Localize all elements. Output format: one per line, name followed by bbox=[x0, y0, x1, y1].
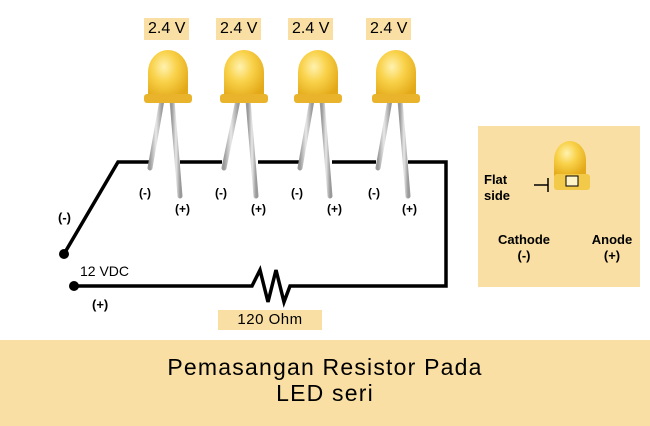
led-2-anode-leg bbox=[245, 97, 259, 199]
anode-label-line-2: (+) bbox=[603, 248, 621, 263]
led-3-cathode-leg bbox=[297, 97, 315, 171]
led-2-rim bbox=[220, 94, 268, 103]
led-2-cathode-leg bbox=[221, 97, 241, 171]
source-positive-label: (+) bbox=[92, 297, 109, 312]
led-3-negative-label: (-) bbox=[291, 186, 303, 200]
inset-led-body bbox=[554, 141, 586, 176]
source-negative-label: (-) bbox=[58, 210, 71, 225]
flat-side-line-1: Flat bbox=[484, 172, 508, 187]
resistor-symbol bbox=[244, 264, 298, 308]
led-4-voltage-label: 2.4 V bbox=[366, 18, 412, 40]
led-4-positive-label: (+) bbox=[402, 202, 417, 216]
led-1-voltage-label: 2.4 V bbox=[144, 18, 190, 40]
led-2-voltage-label: 2.4 V bbox=[216, 18, 262, 40]
led-3 bbox=[294, 50, 342, 199]
flat-side-line-2: side bbox=[484, 188, 511, 203]
terminal-negative bbox=[59, 249, 69, 259]
led-4-rim bbox=[372, 94, 420, 103]
source-voltage-label: 12 VDC bbox=[80, 263, 130, 279]
led-2-positive-label: (+) bbox=[251, 202, 266, 216]
led-2-body bbox=[224, 50, 264, 98]
anode-label: Anode (+) bbox=[588, 232, 636, 264]
terminal-positive bbox=[69, 281, 79, 291]
led-1 bbox=[144, 50, 192, 199]
led-1-rim bbox=[144, 94, 192, 103]
wire-led4-resistor bbox=[298, 160, 448, 288]
resistor-label: 120 Ohm bbox=[218, 310, 322, 330]
led-4 bbox=[372, 50, 420, 199]
flat-side-label: Flat side bbox=[484, 172, 510, 204]
led-2-negative-label: (-) bbox=[215, 186, 227, 200]
led-4-cathode-leg bbox=[375, 97, 393, 171]
led-4-negative-label: (-) bbox=[368, 186, 380, 200]
led-3-rim bbox=[294, 94, 342, 103]
led-anatomy-inset: Flat side Cathode (-) Anode (+) bbox=[478, 126, 640, 287]
led-3-anode-leg bbox=[319, 97, 333, 199]
led-1-cathode-leg bbox=[147, 97, 165, 171]
wire-loop bbox=[62, 160, 448, 308]
flat-side-pointer bbox=[534, 178, 549, 192]
led-3-positive-label: (+) bbox=[327, 202, 342, 216]
anode-label-line-1: Anode bbox=[591, 232, 633, 247]
led-3-body bbox=[298, 50, 338, 98]
led-4-body bbox=[376, 50, 416, 98]
led-1-negative-label: (-) bbox=[139, 186, 151, 200]
wire-source-negative bbox=[62, 160, 150, 255]
banner-title-line-1: Pemasangan Resistor Pada bbox=[167, 354, 483, 380]
cathode-label: Cathode (-) bbox=[494, 232, 554, 264]
title-banner: Pemasangan Resistor Pada LED seri bbox=[0, 340, 650, 426]
inset-led-window bbox=[565, 175, 579, 187]
banner-title-line-2: LED seri bbox=[276, 380, 374, 406]
led-anatomy-drawing bbox=[534, 141, 590, 272]
led-1-anode-leg bbox=[169, 97, 183, 199]
led-1-positive-label: (+) bbox=[175, 202, 190, 216]
cathode-label-line-2: (-) bbox=[517, 248, 531, 263]
led-3-voltage-label: 2.4 V bbox=[288, 18, 334, 40]
cathode-label-line-1: Cathode bbox=[498, 232, 550, 247]
led-1-body bbox=[148, 50, 188, 98]
led-2 bbox=[220, 50, 268, 199]
led-4-anode-leg bbox=[397, 97, 411, 199]
